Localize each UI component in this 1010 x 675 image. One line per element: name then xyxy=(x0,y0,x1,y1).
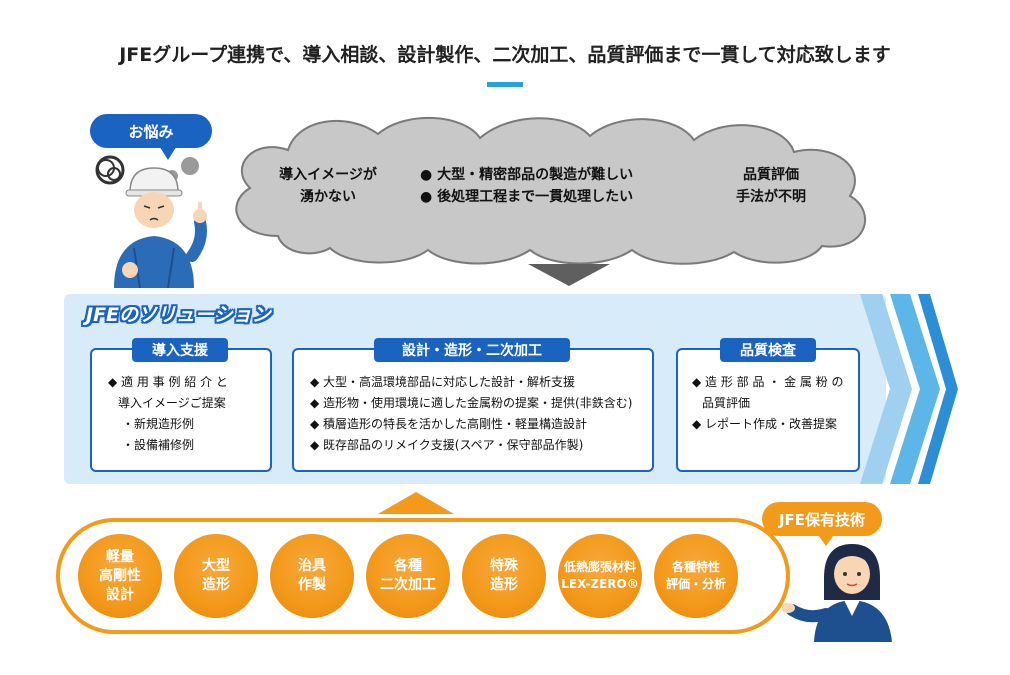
worry-bubble-label: お悩み xyxy=(128,122,174,141)
list-item: ◆ 造 形 部 品 ・ 金 属 粉 の xyxy=(692,375,844,389)
list-item: ◆ 既存部品のリメイク支援(スペア・保守部品作製) xyxy=(310,438,584,452)
page-headline: JFEグループ連携で、導入相談、設計製作、二次加工、品質評価まで一貫して対応致し… xyxy=(119,44,891,66)
list-item: ◆ 大型・高温環境部品に対応した設計・解析支援 xyxy=(310,375,576,389)
list-item: ◆ レポート作成・改善提案 xyxy=(692,417,838,431)
technology-bubble: JFE保有技術 xyxy=(762,502,882,546)
solution-label-design: 設計・造形・二次加工 xyxy=(374,338,570,362)
solution-label-introduction: 導入支援 xyxy=(132,338,228,362)
tech-circle-lex-zero: 低熱膨張材料 LEX-ZERO® xyxy=(558,534,642,618)
solution-box-design xyxy=(292,348,654,472)
solution-items-design: ◆ 大型・高温環境部品に対応した設計・解析支援 ◆ 造形物・使用環境に適した金属… xyxy=(310,372,650,456)
thought-scribble-icon xyxy=(95,155,125,185)
tech-circle-secondary-processing: 各種 二次加工 xyxy=(366,534,450,618)
worry-cloud xyxy=(235,117,867,265)
tech-circle-special: 特殊 造形 xyxy=(462,534,546,618)
worry-item-1: 導入イメージが 湧かない xyxy=(279,167,377,205)
tech-circle-evaluation: 各種特性 評価・分析 xyxy=(654,534,738,618)
list-item: ◆ 適 用 事 例 紹 介 と xyxy=(108,375,228,389)
solution-box-introduction xyxy=(90,348,272,472)
list-item: 導入イメージご提案 xyxy=(118,396,226,410)
list-item: ・新規造形例 xyxy=(122,417,195,431)
worry-item-3: 品質評価 手法が不明 xyxy=(736,167,806,205)
tech-circle-jig: 治具 作製 xyxy=(270,534,354,618)
list-item: ◆ 積層造形の特長を活かした高剛性・軽量構造設計 xyxy=(310,417,588,431)
list-item: 品質評価 xyxy=(702,396,751,410)
solution-title: JFEのソリューション xyxy=(86,304,271,326)
tech-circle-lightweight: 軽量 高剛性 設計 xyxy=(78,534,162,618)
solution-box-quality xyxy=(676,348,860,472)
down-triangle-icon xyxy=(528,264,610,286)
solution-items-quality: ◆ 造 形 部 品 ・ 金 属 粉 の 品質評価 ◆ レポート作成・改善提案 xyxy=(692,372,858,435)
tech-circle-large-scale: 大型 造形 xyxy=(174,534,258,618)
solution-label-quality: 品質検査 xyxy=(720,338,816,362)
list-item: ◆ 造形物・使用環境に適した金属粉の提案・提供(非鉄含む) xyxy=(310,396,633,410)
technology-bubble-tail xyxy=(816,532,836,546)
worry-bubble-tail xyxy=(158,144,178,160)
worry-bubble: お悩み xyxy=(90,114,212,160)
chevron-right-icon xyxy=(860,294,958,484)
up-triangle-icon xyxy=(378,492,454,514)
technology-bubble-label: JFE保有技術 xyxy=(778,510,866,529)
worry-item-2: ● 大型・精密部品の製造が難しい ● 後処理工程まで一貫処理したい xyxy=(420,167,634,205)
headline-underline xyxy=(487,82,523,87)
technician-woman-figure xyxy=(782,544,892,642)
list-item: ・設備補修例 xyxy=(122,438,195,452)
worried-worker-figure xyxy=(95,155,207,288)
solution-items-introduction: ◆ 適 用 事 例 紹 介 と 導入イメージご提案 ・新規造形例 ・設備補修例 xyxy=(108,372,268,456)
